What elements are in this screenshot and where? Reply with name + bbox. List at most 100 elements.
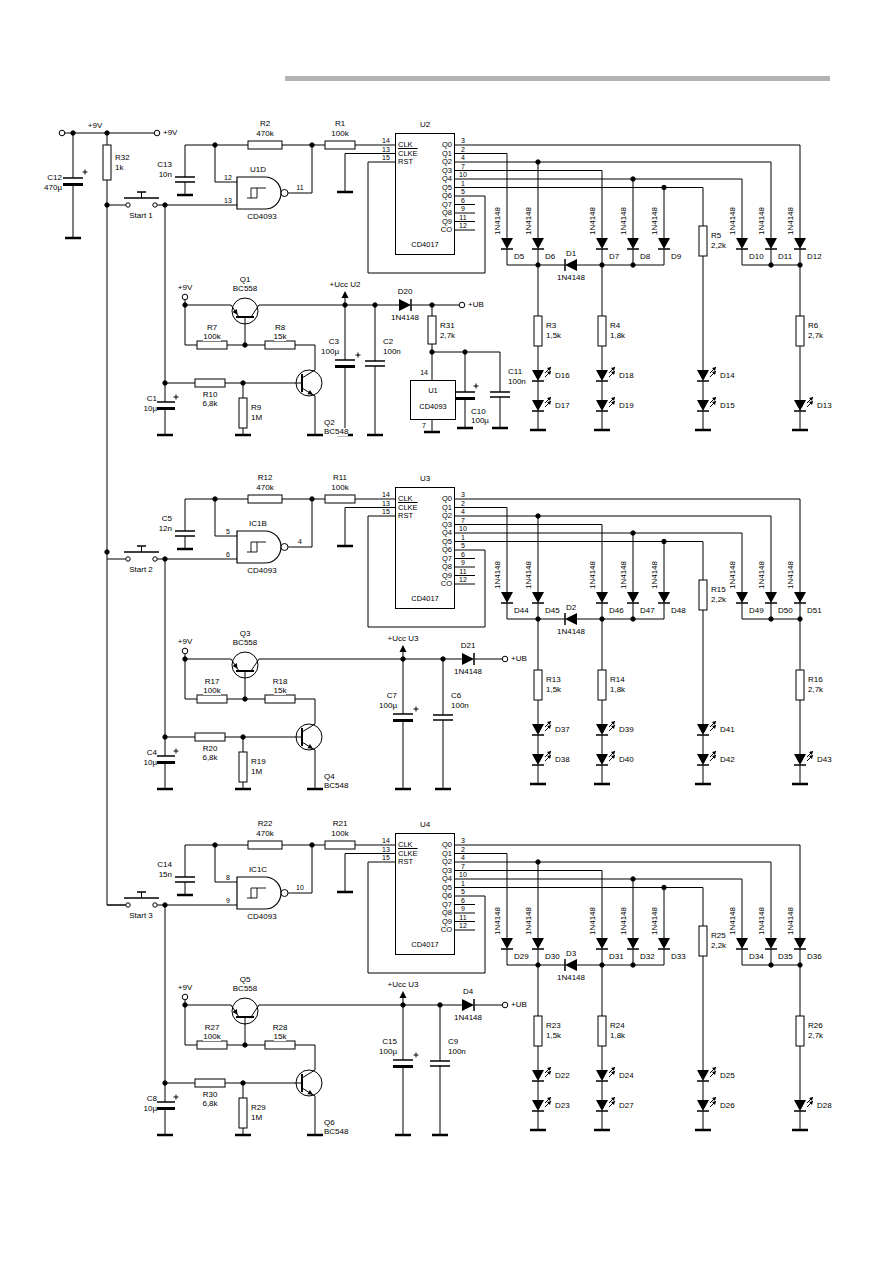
- pin-name: CLK: [398, 495, 413, 503]
- part-label: R2: [260, 120, 270, 128]
- part-label: U1D: [250, 166, 266, 174]
- wire: [455, 904, 475, 905]
- diode-symbol: [794, 400, 806, 411]
- wire: [800, 411, 801, 430]
- wire: [157, 559, 237, 560]
- pin-name: Q3: [442, 867, 452, 875]
- junction-dot: [163, 381, 167, 385]
- pin-number: 7: [461, 863, 465, 870]
- part-label: 1,8k: [610, 1032, 625, 1040]
- part-label: 1k: [115, 164, 123, 172]
- pin-number: 13: [382, 846, 390, 853]
- wire: [157, 205, 237, 206]
- diode-bar: [627, 948, 639, 950]
- light-arrow-head: [611, 397, 615, 401]
- part-label: D35: [778, 953, 793, 961]
- light-arrow: [807, 401, 813, 407]
- pin-number: 13: [382, 500, 390, 507]
- diode-symbol: [794, 238, 806, 249]
- part-label: D41: [720, 726, 735, 734]
- schmitt-nand-gate: [237, 531, 281, 563]
- ground-symbol: [235, 788, 251, 791]
- part-label: R27: [205, 1024, 220, 1032]
- light-arrow-head: [809, 755, 813, 759]
- light-arrow: [545, 1071, 551, 1077]
- header-bar: [285, 76, 830, 81]
- polarity-mark: [416, 1053, 417, 1058]
- resistor-symbol: [325, 495, 355, 503]
- part-label: D1: [566, 250, 576, 258]
- resistor-symbol: [534, 1016, 542, 1046]
- junction-dot: [536, 514, 540, 518]
- capacitor-plate: [335, 359, 355, 361]
- light-arrow: [545, 401, 551, 407]
- pin-number: 12: [459, 576, 467, 583]
- light-arrow-head: [712, 367, 716, 371]
- wire: [443, 659, 444, 715]
- light-arrow-head: [611, 371, 615, 375]
- part-label: R15: [711, 586, 726, 594]
- light-arrow: [710, 371, 716, 377]
- transistor-symbol: [232, 652, 258, 678]
- light-arrow-head: [712, 1097, 716, 1101]
- wire: [245, 671, 246, 699]
- junction-dot: [241, 735, 245, 739]
- light-arrow-head: [547, 371, 551, 375]
- transistor-emitter: [302, 742, 315, 750]
- wire: [107, 205, 126, 206]
- part-label: R9: [251, 404, 261, 412]
- wire: [440, 1005, 441, 1061]
- pin-name: Q8: [442, 209, 452, 217]
- wire: [107, 133, 126, 905]
- diode-bar: [501, 248, 513, 250]
- diode-bar: [627, 248, 639, 250]
- wire: [455, 508, 507, 593]
- wire: [185, 499, 186, 531]
- diode-bar: [697, 1110, 709, 1112]
- part-label: R6: [808, 322, 818, 330]
- transistor-emitter: [231, 305, 239, 317]
- pin-number: 10: [459, 171, 467, 178]
- wire: [703, 765, 704, 784]
- light-arrow: [609, 1101, 615, 1107]
- part-label: +Ucc U3: [388, 635, 419, 643]
- pin-name: CLKE: [398, 850, 418, 858]
- junction-dot: [243, 1043, 247, 1047]
- part-label: R28: [273, 1024, 288, 1032]
- pin-name: Q3: [442, 167, 452, 175]
- light-arrow-head: [611, 367, 615, 371]
- part-label: D4: [463, 988, 473, 996]
- wire: [703, 735, 704, 754]
- switch-button: [137, 191, 146, 193]
- capacitor-plate: [455, 397, 475, 400]
- wire: [455, 188, 703, 371]
- light-arrow: [545, 725, 551, 731]
- junction-dot: [213, 143, 217, 147]
- light-arrow-head: [547, 1101, 551, 1105]
- diode-type: 1N4148: [787, 907, 795, 935]
- part-label: D6: [545, 253, 555, 261]
- diode-bar: [532, 380, 544, 382]
- transistor-emitter: [231, 659, 239, 671]
- light-arrow: [609, 371, 615, 377]
- diode-symbol: [658, 592, 670, 603]
- part-label: 470µ: [44, 184, 62, 192]
- part-label: +UB: [511, 655, 527, 663]
- resistor-symbol: [239, 752, 247, 782]
- part-label: D20: [398, 288, 413, 296]
- diode-symbol: [501, 238, 513, 249]
- ground-symbol: [177, 894, 193, 897]
- diode-symbol: [697, 724, 709, 735]
- diode-symbol: [697, 370, 709, 381]
- part-label: 100n: [508, 378, 526, 386]
- wire: [664, 249, 665, 265]
- junction-dot: [163, 1081, 167, 1085]
- part-label: D9: [671, 253, 681, 261]
- wire: [315, 750, 316, 789]
- diode-symbol: [736, 238, 748, 249]
- part-label: 100k: [331, 484, 348, 492]
- wire: [538, 516, 539, 592]
- diode-bar: [596, 948, 608, 950]
- light-arrow-head: [547, 1071, 551, 1075]
